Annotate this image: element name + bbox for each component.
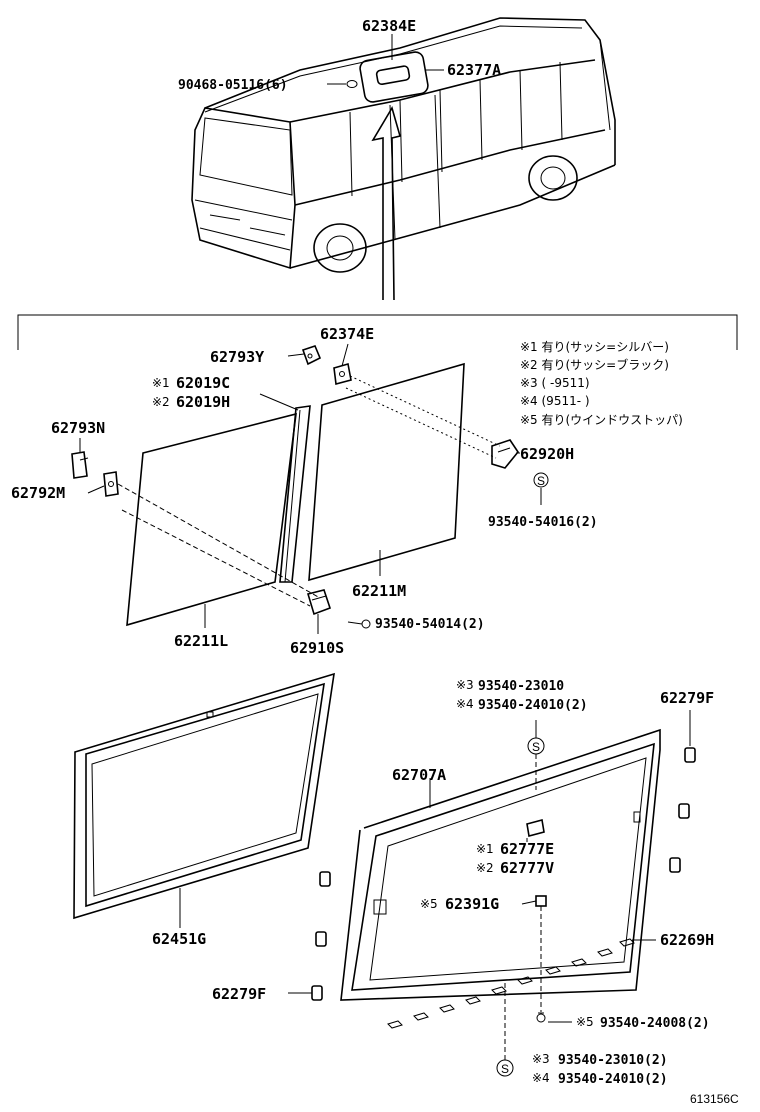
label-62793N: 62793N xyxy=(51,419,105,437)
mark-3-lower: ※3 xyxy=(532,1052,550,1066)
label-90468-05116: 90468-05116(6) xyxy=(178,78,288,93)
mark-2-62777V: ※2 xyxy=(476,861,494,875)
mark-4-lower: ※4 xyxy=(532,1071,550,1085)
upper-window-assembly xyxy=(71,345,549,629)
label-93540-23010-lower: 93540-23010(2) xyxy=(558,1053,668,1068)
label-93540-24008: 93540-24008(2) xyxy=(600,1016,710,1031)
van-illustration xyxy=(191,17,616,301)
label-93540-54014: 93540-54014(2) xyxy=(375,617,485,632)
note-2: ※2 有り(サッシ=ブラック) xyxy=(520,357,669,372)
label-62793Y: 62793Y xyxy=(210,348,264,366)
note-5: ※5 有り(ウインドウストッパ) xyxy=(520,413,683,427)
mark-1-62019C: ※1 xyxy=(152,376,170,390)
mark-3-upper: ※3 xyxy=(456,678,474,692)
s-symbol-mid: S xyxy=(532,740,540,754)
label-93540-23010-upper: 93540-23010 xyxy=(478,679,564,694)
mark-2-62019H: ※2 xyxy=(152,395,170,409)
label-93540-54016: 93540-54016(2) xyxy=(488,515,598,530)
note-1: ※1 有り(サッシ=シルバー) xyxy=(520,340,669,354)
label-93540-24010-upper: 93540-24010(2) xyxy=(478,698,588,713)
s-symbol-lower: S xyxy=(501,1062,509,1076)
note-3: ※3 ( -9511) xyxy=(520,376,590,390)
block-62279F xyxy=(311,747,696,1001)
label-62777E: 62777E xyxy=(500,840,554,858)
part-labels: 62384E 62377A 90468-05116(6) 62374E 6279… xyxy=(11,17,714,1087)
label-62211L: 62211L xyxy=(174,632,228,650)
window-weatherstrip-62451G xyxy=(73,672,335,920)
label-62792M: 62792M xyxy=(11,484,65,502)
s-symbol-upper: S xyxy=(537,474,545,488)
mark-5-62391G: ※5 xyxy=(420,897,438,911)
mark-1-62777E: ※1 xyxy=(476,842,494,856)
label-62279F-lower: 62279F xyxy=(212,985,266,1003)
label-62910S: 62910S xyxy=(290,639,344,657)
figure-id: 613156C xyxy=(690,1092,739,1106)
window-frame-62707A xyxy=(340,728,661,1077)
note-4: ※4 (9511- ) xyxy=(520,394,590,408)
label-62707A: 62707A xyxy=(392,766,446,784)
label-62279F-upper: 62279F xyxy=(660,689,714,707)
label-62269H: 62269H xyxy=(660,931,714,949)
label-93540-24010-lower: 93540-24010(2) xyxy=(558,1072,668,1087)
label-62377A: 62377A xyxy=(447,61,501,79)
label-62374E: 62374E xyxy=(320,325,374,343)
label-62777V: 62777V xyxy=(500,859,554,877)
label-62451G: 62451G xyxy=(152,930,206,948)
section-bracket xyxy=(17,314,738,350)
label-62019C: 62019C xyxy=(176,374,230,392)
mark-4-upper: ※4 xyxy=(456,697,474,711)
label-62211M: 62211M xyxy=(352,582,406,600)
notes-legend: ※1 有り(サッシ=シルバー) ※2 有り(サッシ=ブラック) ※3 ( -95… xyxy=(520,340,683,427)
leader-lines xyxy=(79,34,691,1023)
label-62384E: 62384E xyxy=(362,17,416,35)
label-62391G: 62391G xyxy=(445,895,499,913)
mark-5-24008: ※5 xyxy=(576,1015,594,1029)
label-62019H: 62019H xyxy=(176,393,230,411)
label-62920H: 62920H xyxy=(520,445,574,463)
